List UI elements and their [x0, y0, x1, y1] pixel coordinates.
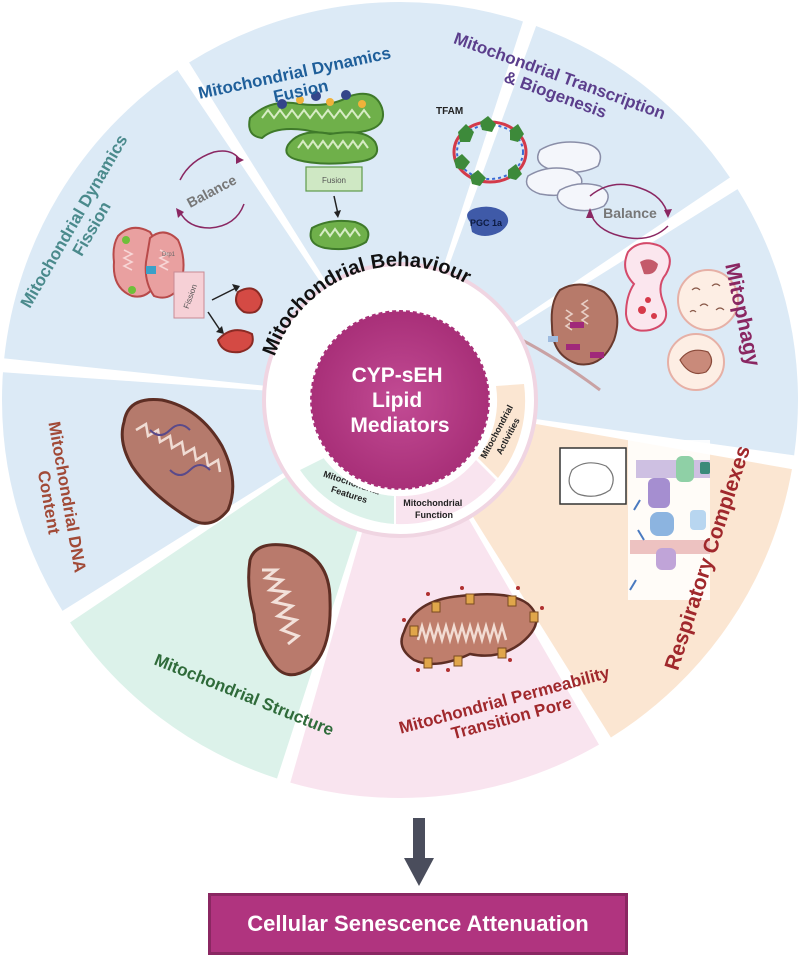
green-mitochondrion-icon: [285, 131, 379, 165]
respiratory-illustration: [559, 440, 710, 600]
center-disc: [308, 308, 492, 492]
lysosome-icon: [677, 269, 739, 331]
function-label: Mitochondrial Function: [403, 498, 465, 520]
result-box: Cellular Senescence Attenuation: [208, 893, 628, 955]
transcription-illustration: TFAM PGC 1a: [436, 106, 609, 236]
fusion-box: [305, 166, 363, 192]
fission-daughter-1-icon: [235, 287, 264, 314]
function-band: [396, 460, 496, 525]
mtdna-circle-icon: [452, 116, 528, 186]
down-arrow-icon: [404, 818, 434, 886]
center-label: CYP-sEH Lipid Mediators: [350, 364, 449, 437]
fission-daughter-2-icon: [216, 329, 254, 354]
autophagosome-icon: [624, 242, 671, 332]
mptp-illustration: [400, 586, 544, 672]
mitophagy-illustration: Balance: [521, 183, 739, 392]
outlined-mitochondria-icon: [525, 141, 609, 212]
pgc1a-protein-icon: [467, 206, 509, 236]
transcription-sector: [446, 26, 730, 324]
features-band: [300, 458, 394, 524]
mitochondria-wheel-diagram: Fusion TFAM PGC 1a: [1, 2, 798, 798]
fusion-illustration: Fusion: [248, 90, 384, 251]
fusion-box-label: Fusion: [322, 176, 346, 185]
fission-box: [173, 271, 205, 319]
fused-mitochondria-icon: [248, 90, 384, 140]
drp1-label: Drp1: [162, 252, 176, 258]
dna-illustration: [120, 397, 235, 525]
mitophagy-balance-label: Balance: [603, 205, 657, 221]
tfam-label: TFAM: [436, 106, 463, 117]
result-label: Cellular Senescence Attenuation: [247, 911, 589, 936]
single-mitochondrion-icon: [309, 219, 370, 251]
pgc1a-label: PGC 1a: [470, 218, 503, 228]
structure-illustration: [247, 543, 332, 677]
brown-mitochondrion-icon: [550, 283, 619, 366]
activities-band: [478, 384, 526, 478]
